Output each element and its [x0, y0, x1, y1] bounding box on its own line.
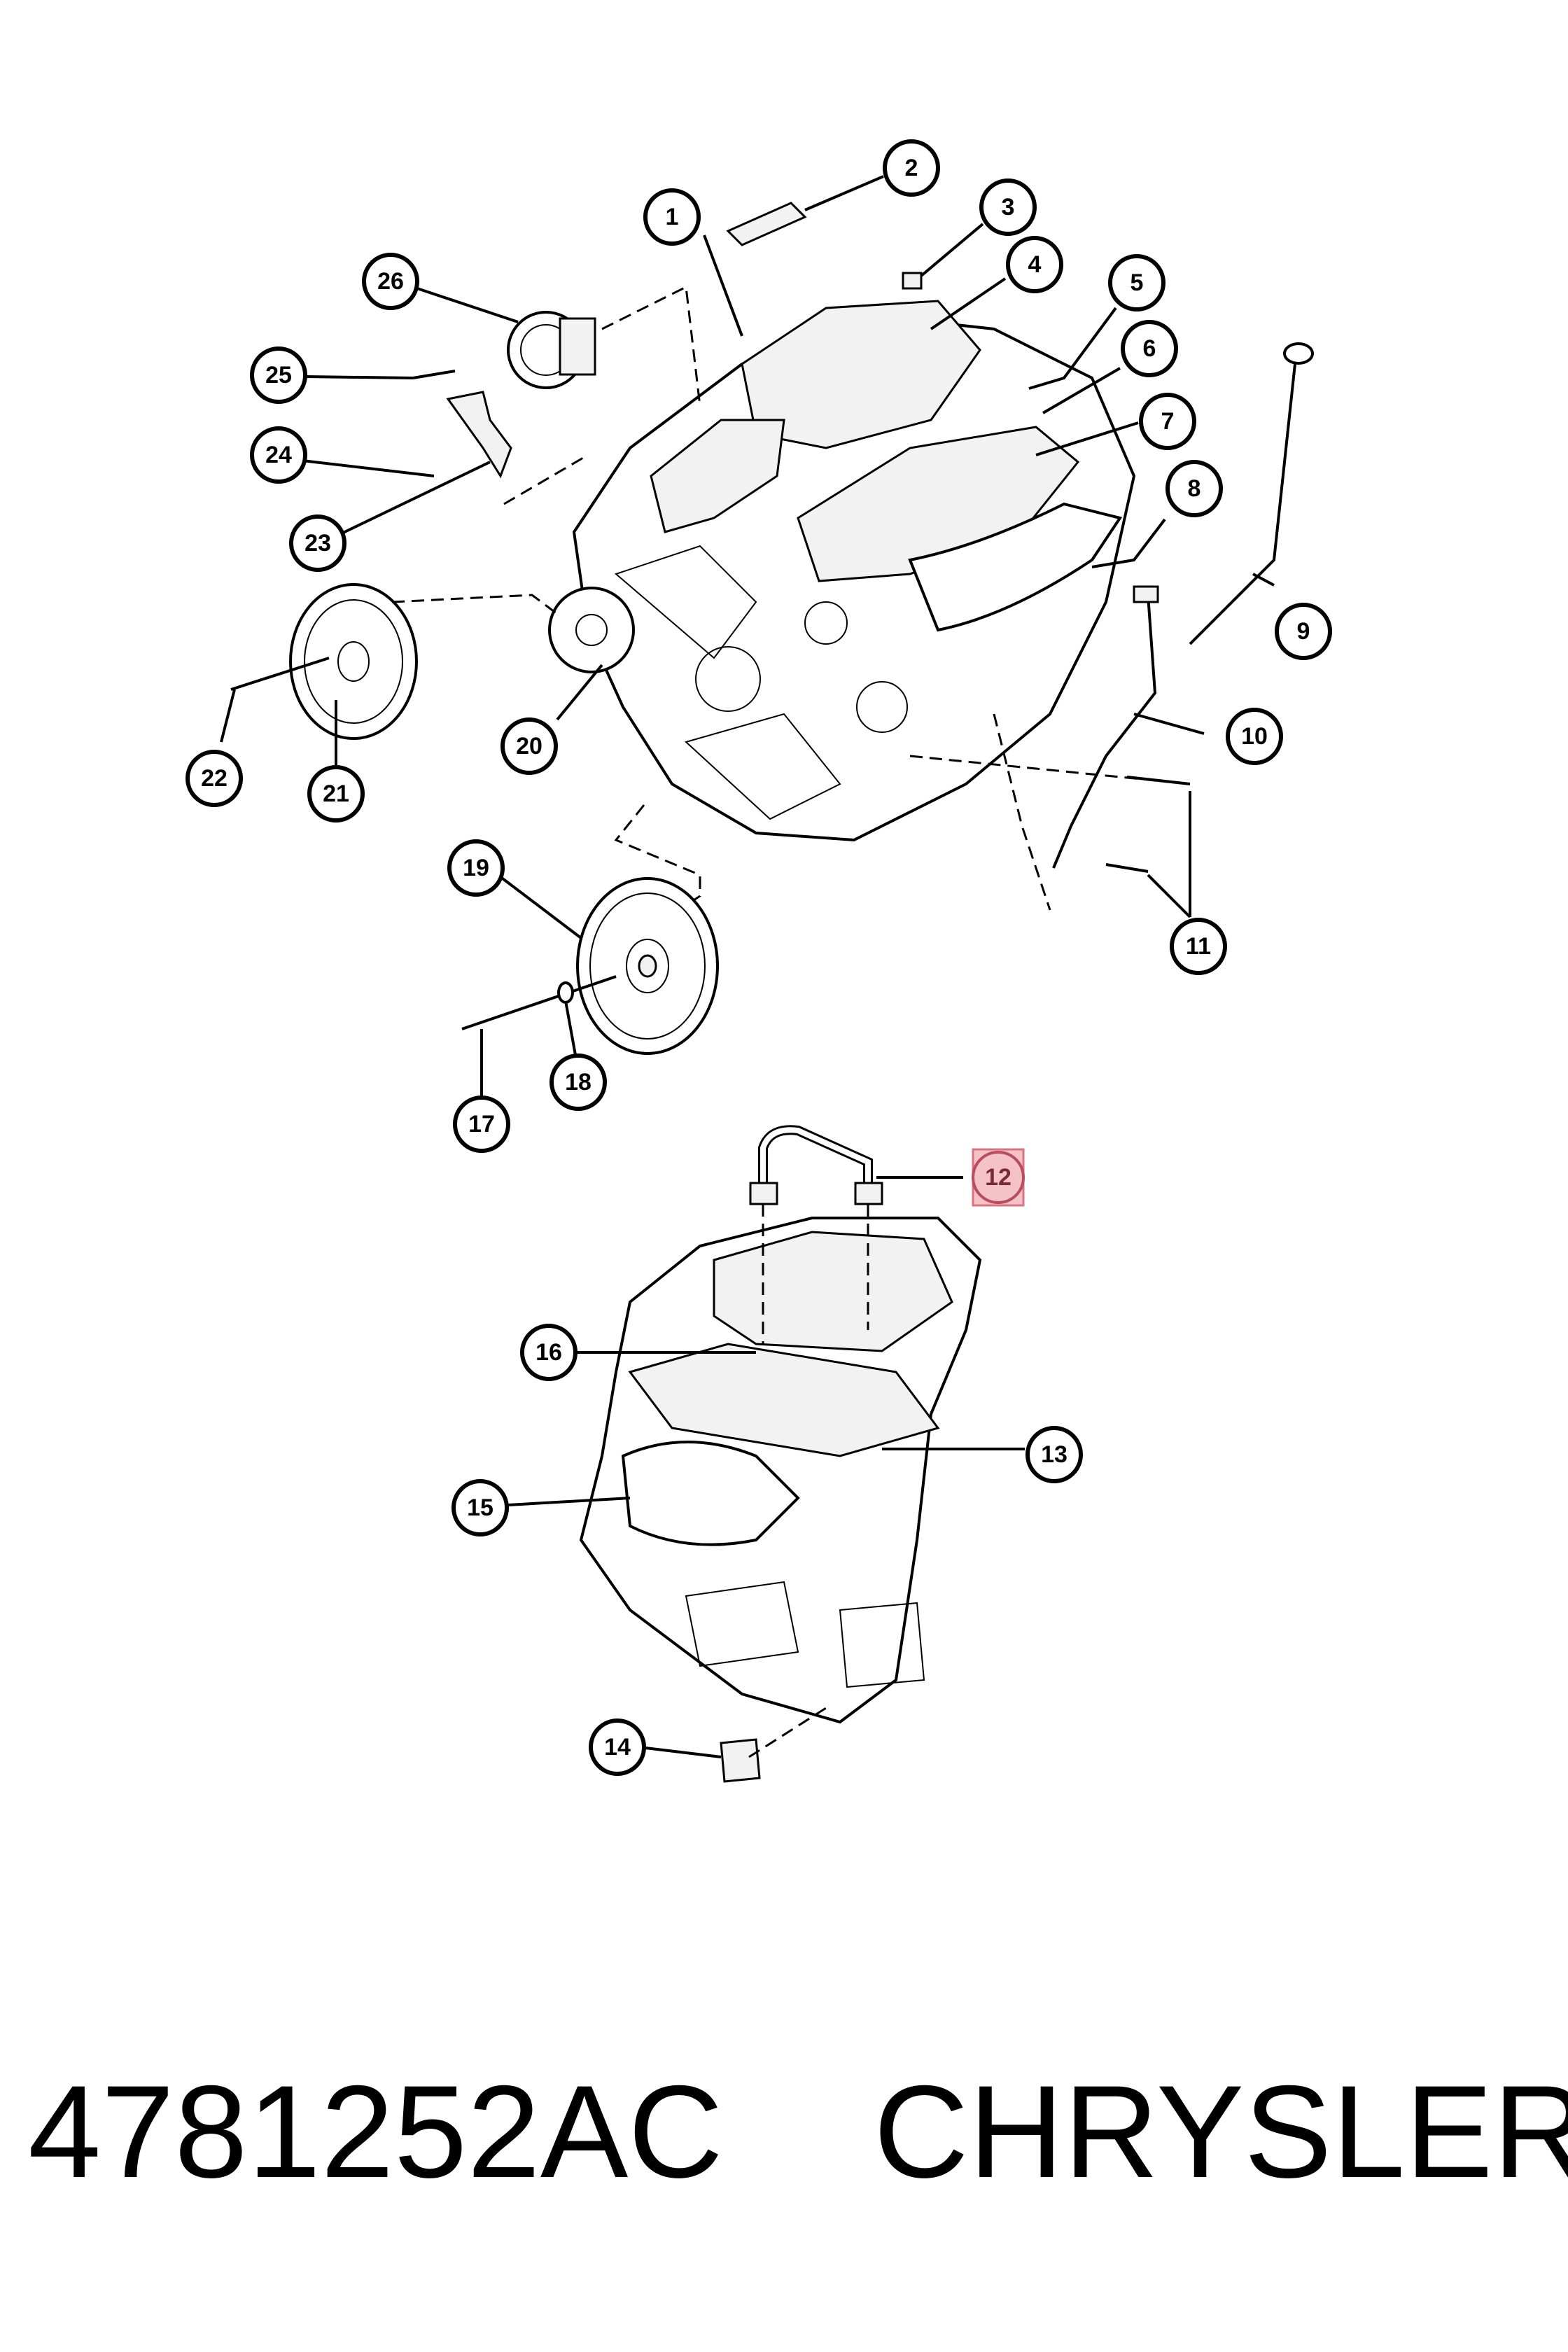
callout-6-label: 6: [1143, 335, 1156, 362]
upper-engine-assembly: [230, 202, 1314, 925]
callout-12[interactable]: 12: [972, 1151, 1025, 1204]
callout-24-label: 24: [265, 442, 292, 468]
callout-2[interactable]: 2: [883, 139, 940, 197]
callout-17[interactable]: 17: [453, 1096, 510, 1153]
callout-14-label: 14: [604, 1734, 631, 1760]
callout-4-label: 4: [1028, 251, 1042, 278]
part-number: 4781252AC: [28, 2058, 724, 2205]
callout-16-label: 16: [536, 1339, 562, 1366]
callout-20-label: 20: [516, 733, 542, 760]
callout-17-label: 17: [468, 1111, 495, 1138]
callout-23-label: 23: [304, 530, 331, 556]
callout-1[interactable]: 1: [643, 188, 701, 246]
callout-11[interactable]: 11: [1170, 918, 1227, 975]
leader-lines: [220, 175, 1275, 1758]
callout-9-label: 9: [1297, 618, 1310, 645]
callout-2-label: 2: [905, 155, 918, 181]
callout-21-label: 21: [323, 780, 349, 807]
callout-8[interactable]: 8: [1166, 460, 1223, 517]
callout-18[interactable]: 18: [550, 1054, 607, 1111]
callout-19[interactable]: 19: [447, 839, 505, 897]
callouts: 1 2 3 4 5 6 7 8 9 10 11: [186, 139, 1332, 1776]
callout-10[interactable]: 10: [1226, 708, 1283, 765]
callout-16[interactable]: 16: [520, 1324, 578, 1381]
brand-name: CHRYSLER: [874, 2058, 1568, 2205]
callout-6[interactable]: 6: [1121, 320, 1178, 377]
callout-13-label: 13: [1041, 1441, 1068, 1468]
callout-1-label: 1: [666, 204, 679, 230]
callout-24[interactable]: 24: [250, 426, 307, 484]
callout-5-label: 5: [1130, 270, 1144, 296]
callout-3[interactable]: 3: [979, 178, 1037, 236]
callout-10-label: 10: [1241, 723, 1268, 750]
callout-20[interactable]: 20: [500, 718, 558, 775]
callout-12-label: 12: [985, 1164, 1011, 1191]
callout-7[interactable]: 7: [1139, 393, 1196, 450]
callout-25[interactable]: 25: [250, 346, 307, 404]
callout-11-label: 11: [1186, 933, 1211, 960]
callout-23[interactable]: 23: [289, 514, 346, 572]
callout-4[interactable]: 4: [1006, 236, 1063, 293]
callout-8-label: 8: [1188, 475, 1201, 502]
callout-19-label: 19: [463, 855, 489, 881]
callout-13[interactable]: 13: [1026, 1426, 1083, 1483]
callout-14[interactable]: 14: [589, 1718, 646, 1776]
callout-18-label: 18: [565, 1069, 592, 1096]
callout-25-label: 25: [265, 362, 292, 388]
crankshaft-pulley: [461, 877, 719, 1055]
callout-3-label: 3: [1002, 194, 1015, 220]
lower-engine-assembly: [579, 1125, 982, 1783]
callout-7-label: 7: [1161, 408, 1175, 435]
callout-22-label: 22: [201, 765, 227, 792]
callout-9[interactable]: 9: [1275, 603, 1332, 660]
callout-5[interactable]: 5: [1108, 254, 1166, 312]
callout-22[interactable]: 22: [186, 750, 243, 807]
callout-15[interactable]: 15: [451, 1479, 509, 1536]
callout-26-label: 26: [377, 268, 404, 295]
callout-26[interactable]: 26: [362, 253, 419, 310]
callout-15-label: 15: [467, 1494, 493, 1521]
callout-21[interactable]: 21: [307, 765, 365, 822]
